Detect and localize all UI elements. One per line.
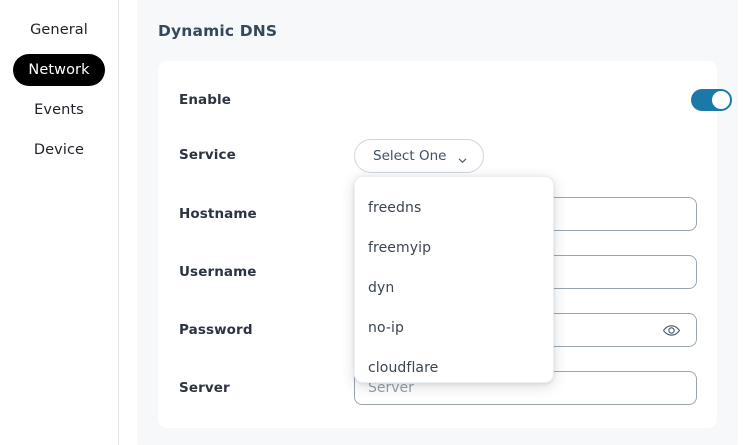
dropdown-option-freemyip[interactable]: freemyip: [355, 228, 553, 268]
dropdown-option-no-ip[interactable]: no-ip: [355, 308, 553, 348]
enable-toggle[interactable]: [691, 89, 732, 111]
dropdown-option-dyn[interactable]: dyn: [355, 268, 553, 308]
hostname-label: Hostname: [179, 206, 257, 222]
page-title: Dynamic DNS: [158, 22, 278, 40]
server-label: Server: [179, 380, 230, 396]
eye-icon[interactable]: [661, 320, 681, 340]
sidebar-item-label: Events: [34, 102, 84, 118]
sidebar-item-network[interactable]: Network: [13, 54, 105, 86]
dropdown-option-label: dyn: [368, 280, 395, 296]
sidebar-item-events[interactable]: Events: [13, 94, 105, 126]
dropdown-option-cloudflare[interactable]: cloudflare: [355, 348, 553, 382]
form-row-enable: Enable: [158, 80, 732, 120]
sidebar: General Network Events Device: [0, 0, 119, 445]
dropdown-option-label: freedns: [368, 200, 422, 216]
sidebar-item-label: General: [30, 22, 88, 38]
settings-card: Enable Service Select One: [158, 61, 732, 428]
dropdown-option-label: freemyip: [368, 240, 432, 256]
toggle-knob: [712, 91, 730, 109]
service-dropdown-menu[interactable]: freedns freemyip dyn no-ip cloudflare: [354, 176, 554, 383]
service-label: Service: [179, 147, 236, 163]
password-label: Password: [179, 322, 253, 338]
dropdown-option-label: no-ip: [368, 320, 405, 336]
sidebar-item-device[interactable]: Device: [13, 134, 105, 166]
sidebar-item-general[interactable]: General: [13, 14, 105, 46]
service-select[interactable]: Select One: [354, 139, 485, 173]
dropdown-option-freedns[interactable]: freedns: [355, 188, 553, 228]
sidebar-item-label: Device: [33, 142, 85, 158]
enable-label: Enable: [179, 92, 231, 108]
sidebar-item-label: Network: [28, 62, 90, 78]
username-label: Username: [179, 264, 257, 280]
form-row-service: Service Select One: [158, 135, 717, 175]
service-select-value: Select One: [373, 148, 447, 164]
dropdown-option-label: cloudflare: [368, 360, 439, 376]
chevron-down-icon: [457, 151, 468, 163]
